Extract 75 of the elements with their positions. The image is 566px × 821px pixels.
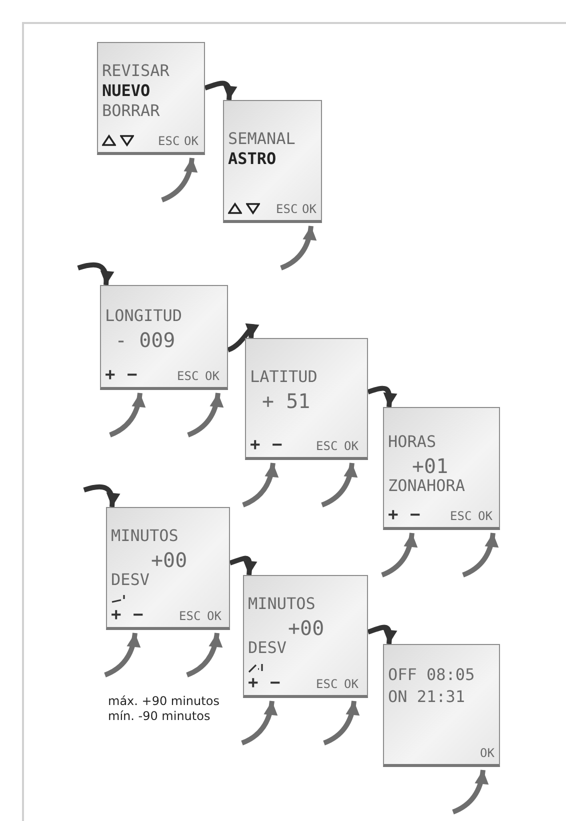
softkey-label: ESC [450, 510, 472, 522]
softkey-label: + [111, 607, 122, 624]
softkey-label: − [272, 437, 282, 454]
press-arrow [186, 632, 222, 678]
softkey-label: ESC [316, 440, 338, 452]
press-arrow [280, 226, 316, 270]
softkey-label: OK [478, 510, 492, 522]
softkey-label: OK [184, 135, 198, 147]
curved-arrow [229, 556, 258, 576]
display-text: SEMANAL [228, 131, 296, 147]
press-arrow [381, 532, 418, 578]
softkey-label: ESC [177, 370, 199, 382]
press-arrow [187, 392, 224, 438]
softkey-label: − [270, 675, 280, 692]
softkey-label: − [410, 507, 420, 524]
press-arrow [104, 632, 140, 678]
display-text: ZONAHORA [388, 478, 466, 494]
display-text: LONGITUD [105, 308, 182, 324]
softkey-label: + [388, 507, 398, 524]
display-text: ON 21:31 [388, 689, 466, 705]
display-text: ASTRO [228, 151, 276, 167]
softkey-label: + [248, 675, 258, 692]
softkey-label: + [250, 437, 260, 454]
curved-arrow [204, 80, 237, 100]
lcd-screen [383, 644, 500, 767]
display-text: DESV [248, 640, 287, 656]
display-text: MINUTOS [248, 596, 316, 612]
lcd-screen [97, 42, 205, 155]
display-text: MINUTOS [111, 528, 178, 544]
display-text: +00 [288, 618, 324, 638]
display-text: NUEVO [102, 83, 150, 99]
press-arrow [452, 770, 488, 814]
curved-arrow [367, 624, 397, 644]
display-text: LATITUD [250, 369, 318, 385]
display-text: BORRAR [102, 103, 160, 119]
display-text: - 009 [115, 330, 176, 350]
display-text: REVISAR [102, 63, 170, 79]
softkey-label: − [127, 367, 138, 384]
softkey-label: ESC [179, 610, 201, 622]
press-arrow [161, 158, 198, 202]
lcd-screen [223, 100, 322, 223]
press-arrow [323, 700, 360, 746]
softkey-label: OK [480, 747, 494, 759]
softkey-label: OK [207, 610, 222, 622]
display-text: DESV [111, 572, 150, 588]
curved-arrow [83, 484, 120, 508]
softkey-label: ESC [276, 203, 298, 215]
press-arrow [242, 462, 278, 508]
lcd-screen [245, 338, 368, 460]
softkey-label: OK [344, 440, 358, 452]
curved-arrow [77, 262, 114, 286]
press-arrow [241, 700, 278, 746]
curved-arrow [367, 386, 397, 408]
lcd-screen [100, 285, 228, 390]
softkey-label: ESC [316, 678, 338, 690]
softkey-label: − [133, 607, 144, 624]
curved-arrow [226, 324, 259, 352]
lcd-screen [106, 507, 230, 630]
lcd-screen [243, 575, 368, 698]
display-text: +00 [151, 550, 188, 570]
note-text: máx. +90 minutos [108, 695, 220, 707]
lcd-screen [383, 407, 500, 530]
softkey-label: ESC [158, 135, 180, 147]
display-text: OFF 08:05 [388, 667, 475, 683]
display-text: HORAS [388, 434, 436, 450]
press-arrow [109, 392, 146, 438]
note-text: mín. -90 minutos [108, 710, 210, 722]
display-text: +01 [412, 456, 448, 476]
softkey-label: OK [302, 203, 316, 215]
softkey-label: + [105, 367, 116, 384]
softkey-label: OK [344, 678, 358, 690]
softkey-label: OK [205, 370, 220, 382]
press-arrow [462, 532, 498, 578]
press-arrow [321, 462, 358, 508]
display-text: + 51 [262, 391, 310, 411]
